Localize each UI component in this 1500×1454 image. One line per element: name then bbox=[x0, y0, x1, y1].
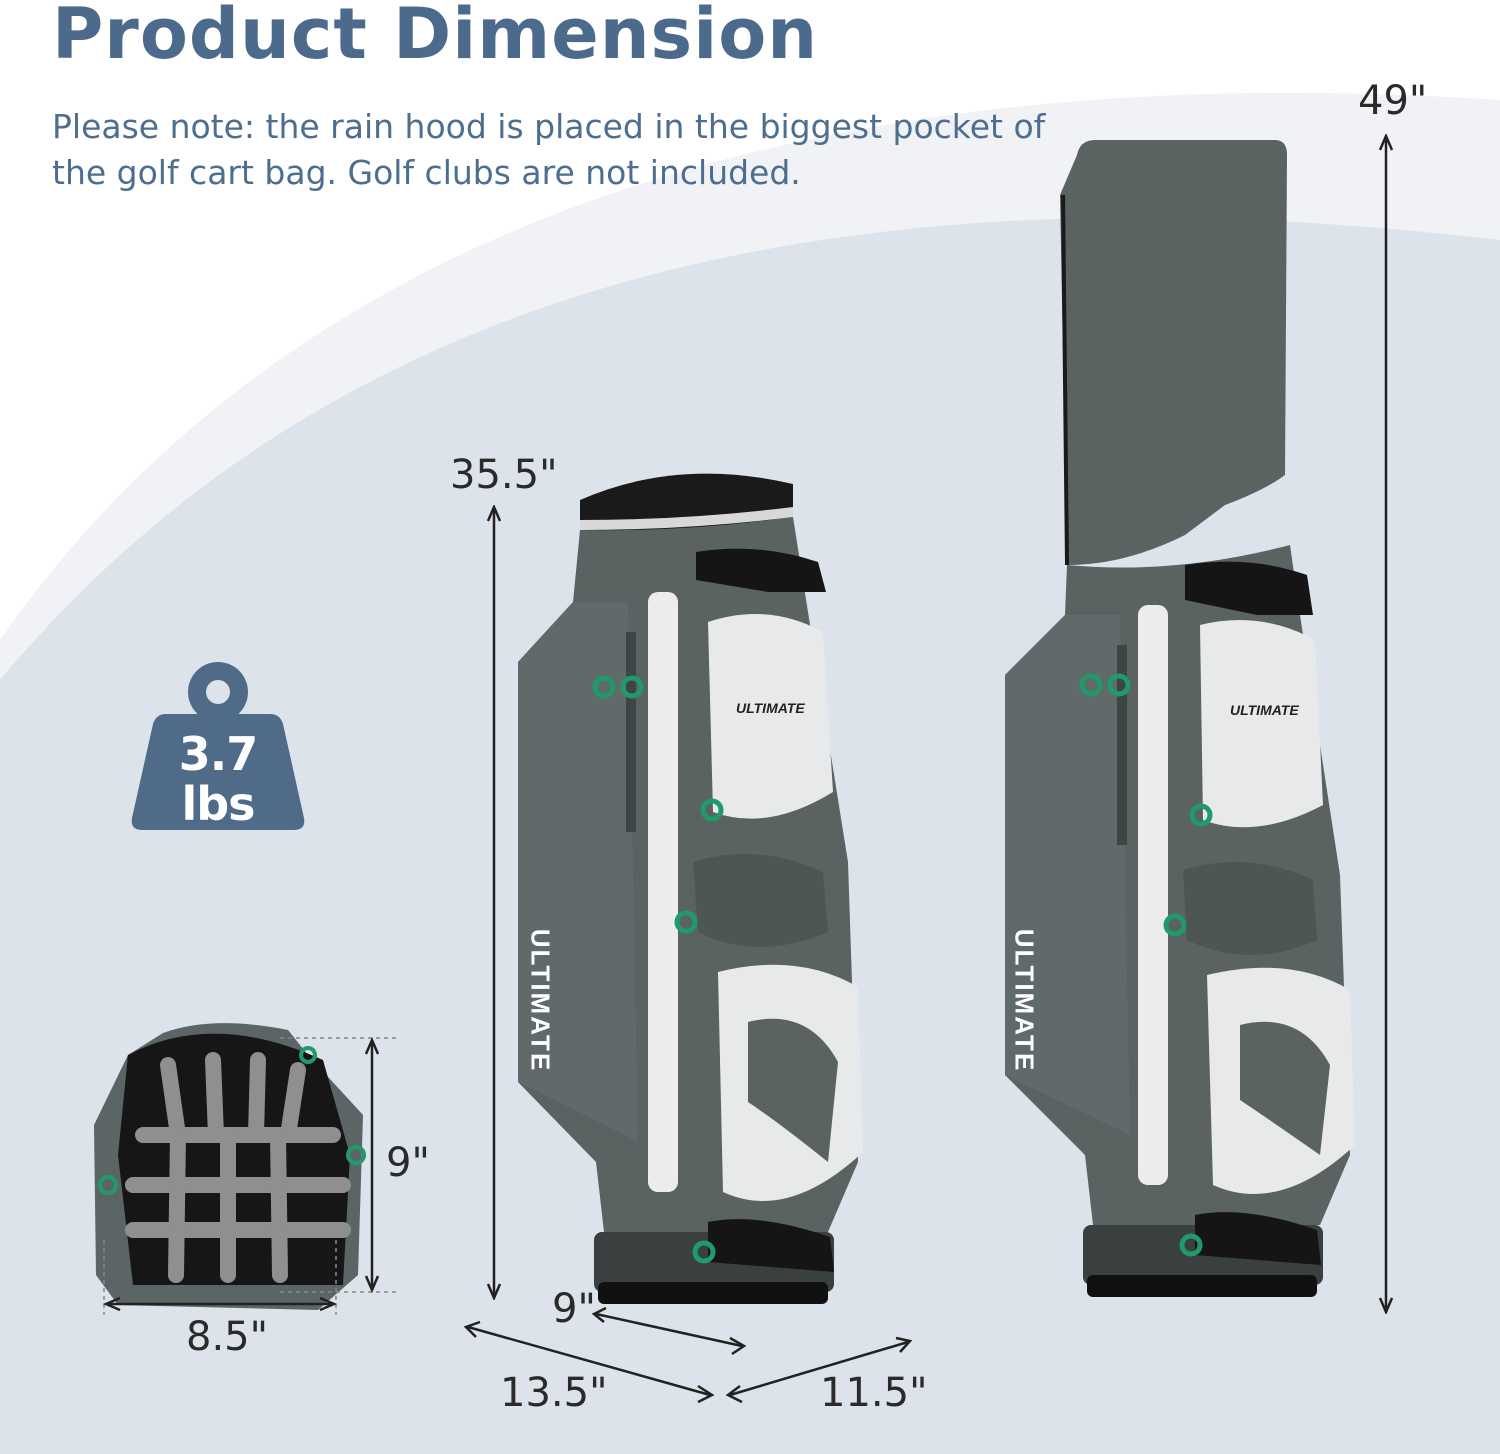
product-note: Please note: the rain hood is placed in … bbox=[52, 107, 1046, 192]
bag-brand-label-side: ULTIMATE bbox=[525, 928, 556, 1073]
bag-height-label: 35.5" bbox=[450, 452, 558, 498]
weight-value: 3.7 bbox=[178, 727, 259, 781]
top-view-dimension-lines bbox=[102, 1036, 400, 1315]
golf-bag-image bbox=[518, 473, 863, 1304]
golf-bag-with-hood-image bbox=[1005, 140, 1355, 1297]
base-width-label: 11.5" bbox=[820, 1370, 928, 1416]
weight-icon bbox=[131, 662, 305, 830]
base-depth-label: 9" bbox=[552, 1286, 596, 1332]
hood-bag-brand-label-main: ULTIMATE bbox=[1230, 702, 1299, 718]
weight-unit: lbs bbox=[181, 777, 255, 831]
bag-brand-label-main: ULTIMATE bbox=[736, 700, 805, 716]
top-width-label: 8.5" bbox=[186, 1314, 269, 1360]
page-title: Product Dimension bbox=[52, 0, 819, 75]
top-depth-label: 9" bbox=[386, 1140, 430, 1186]
bag-height-arrow bbox=[486, 505, 502, 1300]
base-length-label: 13.5" bbox=[500, 1370, 608, 1416]
hood-height-label: 49" bbox=[1358, 78, 1428, 124]
bag-top-view-image bbox=[94, 1023, 366, 1310]
base-dimension-arrows bbox=[463, 1306, 913, 1404]
hood-bag-brand-label-side: ULTIMATE bbox=[1009, 928, 1040, 1073]
hood-height-arrow bbox=[1378, 134, 1394, 1314]
